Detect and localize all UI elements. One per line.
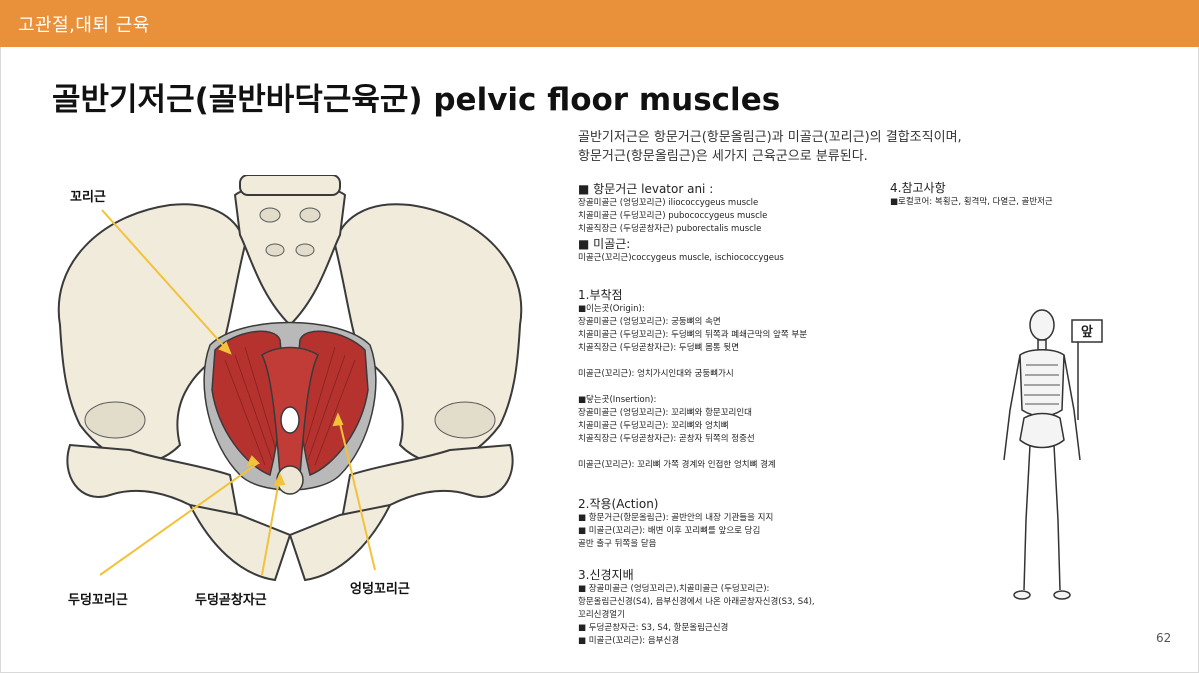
action-item: 골반 출구 뒤쪽을 닫음 [578,539,657,549]
origin-item: 치골직장근 (두덩곧창자근): 두덩뼈 몸통 뒷면 [578,343,740,353]
action-section: 2.작용(Action) ■ 항문거근(항문올림근): 골반안의 내장 기관들을… [578,496,773,551]
origin-label: ■이는곳(Origin): [578,304,645,314]
page-title: 골반기저근(골반바닥근육군) pelvic floor muscles [52,82,781,118]
skeleton-flag-label: 앞 [1081,325,1093,340]
levator-heading: ■ 항문거근 levator ani : [578,182,714,196]
origin-coccygeus: 미골근(꼬리근): 엉치가시인대와 궁둥뼈가시 [578,369,734,379]
insertion-label: ■닿는곳(Insertion): [578,395,657,405]
insertion-coccygeus: 미골근(꼬리근): 꼬리뼈 가쪽 경계와 인접한 엉치뼈 경계 [578,460,776,470]
levator-ani-section: ■ 항문거근 levator ani : 장골미골근 (엉덩꼬리근) ilioc… [578,181,784,265]
insertion-item: 장골미골근 (엉덩꼬리근): 꼬리뼈와 항문꼬리인대 [578,408,753,418]
nerve-item: 꼬리신경얼기 [578,610,625,620]
levator-item: 치골미골근 (두덩꼬리근) pubococcygeus muscle [578,211,768,221]
intro-line: 항문거근(항문올림근)은 세가지 근육군으로 분류된다. [578,149,868,164]
nerve-section: 3.신경지배 ■ 장골미골근 (엉덩꼬리근),치골미골근 (두덩꼬리근): 항문… [578,567,815,648]
insertion-item: 치골미골근 (두덩꼬리근): 꼬리뼈와 엉치뼈 [578,421,729,431]
nerve-item: ■ 장골미골근 (엉덩꼬리근),치골미골근 (두덩꼬리근): [578,584,770,594]
reference-heading: 4.참고사항 [890,181,946,195]
coccygeus-heading: ■ 미골근: [578,237,631,251]
nerve-heading: 3.신경지배 [578,568,634,582]
attachment-section: 1.부착점 ■이는곳(Origin): 장골미골근 (엉덩꼬리근): 궁둥뼈의 … [578,287,807,472]
intro-text: 골반기저근은 항문거근(항문올림근)과 미골근(꼬리근)의 결합조직이며, 항문… [578,128,1048,166]
origin-item: 장골미골근 (엉덩꼬리근): 궁둥뼈의 속면 [578,317,721,327]
label-pubococcygeus: 두덩꼬리근 [68,593,128,608]
action-heading: 2.작용(Action) [578,497,659,511]
action-item: ■ 미골근(꼬리근): 배변 이후 꼬리뼈를 앞으로 당김 [578,526,761,536]
intro-line: 골반기저근은 항문거근(항문올림근)과 미골근(꼬리근)의 결합조직이며, [578,130,962,145]
skeleton-illustration: 앞 [1003,309,1103,600]
nerve-item: ■ 두덩곧창자근: S3, S4, 항문올림근신경 [578,623,729,633]
label-puborectalis: 두덩곧창자근 [195,593,267,608]
origin-item: 치골미골근 (두덩꼬리근): 두덩뼈의 뒤쪽과 폐쇄근막의 앞쪽 부분 [578,330,808,340]
header-bar: 고관절,대퇴 근육 [0,0,1199,47]
insertion-item: 치골직장근 (두덩곧창자근): 곧창자 뒤쪽의 정중선 [578,434,755,444]
levator-item: 치골직장근 (두덩곧창자근) puborectalis muscle [578,224,762,234]
header-title: 고관절,대퇴 근육 [18,15,150,36]
page-number: 62 [1156,631,1172,645]
coccygeus-item: 미골근(꼬리근)coccygeus muscle, ischiococcygeu… [578,253,784,263]
levator-item: 장골미골근 (엉덩꼬리근) iliococcygeus muscle [578,198,759,208]
pelvic-floor-illustration [57,175,523,582]
reference-item: ■로컬코어: 복횡근, 횡격막, 다열근, 골반저근 [890,197,1053,207]
nerve-item: 항문올림근신경(S4), 음부신경에서 나온 아래곧창자신경(S3, S4), [578,597,815,607]
reference-section: 4.참고사항 ■로컬코어: 복횡근, 횡격막, 다열근, 골반저근 [890,180,1053,209]
attachment-heading: 1.부착점 [578,288,623,302]
nerve-item: ■ 미골근(꼬리근): 음부신경 [578,636,680,646]
label-coccygeus: 꼬리근 [70,190,106,205]
label-iliococcygeus: 엉덩꼬리근 [350,582,410,597]
action-item: ■ 항문거근(항문올림근): 골반안의 내장 기관들을 지지 [578,513,774,523]
